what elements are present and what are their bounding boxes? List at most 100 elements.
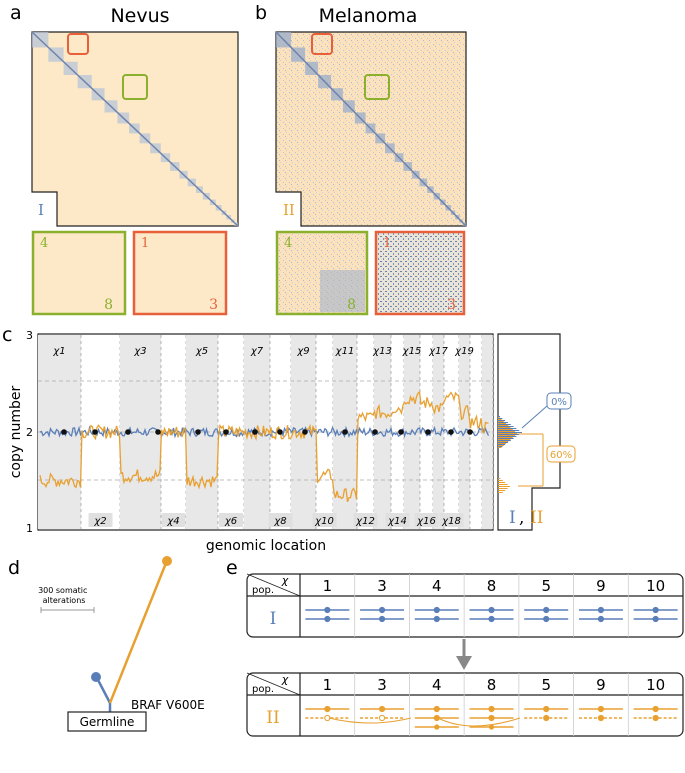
chromosome-column-header: 10 (646, 577, 665, 595)
nevus-inset-red (132, 230, 228, 316)
chromosome-column-header: 4 (432, 676, 442, 694)
chromosome-label: χ7 (250, 346, 264, 357)
chromosome-column-header: 1 (323, 676, 333, 694)
hist-bar-II (498, 421, 504, 422)
corner-label: χ (281, 673, 289, 686)
panel-d-letter: d (8, 557, 20, 579)
inset-label: 4 (40, 236, 48, 251)
hist-bar-II (498, 437, 513, 438)
germline-box (67, 711, 147, 732)
centromere-dot (155, 429, 161, 435)
chromosome-column-header: 10 (646, 676, 665, 694)
node-nevus (91, 672, 101, 682)
legend-sep: , (519, 508, 524, 528)
centromere (434, 724, 440, 730)
centromere (324, 705, 331, 713)
centromere (378, 714, 386, 722)
chromosome-column-header: 8 (487, 676, 497, 694)
pop-label-I: I (38, 201, 44, 219)
y-tick: 1 (26, 522, 33, 535)
centromere (488, 705, 495, 713)
chromosome-label-bg (353, 513, 378, 527)
centromere-dot (372, 429, 378, 435)
arrow-down (456, 656, 472, 670)
chromosome-column-header: 3 (377, 577, 387, 595)
translocation-arc (437, 717, 521, 727)
panel-c-letter: c (2, 324, 12, 346)
red-highlight-box (67, 33, 89, 55)
hist-bar-II (498, 427, 511, 428)
centromere-dot (425, 429, 431, 435)
inset-label: 4 (284, 236, 292, 251)
chromosome-column-header: 1 (323, 577, 333, 595)
chromosome-label-bg (268, 513, 293, 527)
inset-label: 3 (209, 297, 218, 313)
hist-bar-I (498, 416, 500, 417)
centromere-dot (195, 429, 201, 435)
centromere (597, 705, 605, 713)
nevus-inset-green (31, 230, 127, 316)
chromosome-label: χ19 (454, 346, 474, 357)
chromosome-label: χ5 (195, 346, 208, 357)
centromere (597, 606, 605, 614)
centromere-dot (277, 429, 283, 435)
centromere-dot (342, 429, 348, 435)
chromosome-label: χ13 (372, 346, 392, 357)
centromere-dot (302, 429, 308, 435)
scale-label-line: alterations (43, 596, 86, 605)
chromosome-column-header: 8 (487, 577, 497, 595)
series-II-line (39, 390, 489, 503)
panel-a-letter: a (10, 2, 22, 24)
hist-bar-II (498, 423, 506, 424)
chromosome-label: χ1 (52, 346, 65, 357)
hist-bar-I (498, 444, 506, 445)
hist-bar-II (498, 478, 501, 479)
centromere (543, 615, 550, 623)
centromere (324, 615, 331, 623)
chromosome-column-header: 9 (596, 577, 606, 595)
chromosome-column-header: 5 (541, 577, 551, 595)
pop-label-II: II (283, 201, 295, 219)
legend-pop-II: II (530, 508, 543, 528)
hist-bar-I (498, 440, 511, 441)
inset-label: 1 (383, 236, 391, 251)
centromere (433, 606, 440, 614)
hist-bar-II (498, 490, 506, 491)
hist-bar-I (498, 442, 508, 443)
centromere (433, 615, 440, 623)
panel-b-letter: b (255, 2, 267, 24)
panel-a-title: Nevus (110, 5, 169, 27)
hist-bar-II (498, 447, 502, 448)
centromere (433, 705, 440, 713)
centromere-dot (61, 429, 67, 435)
germline-label: Germline (80, 715, 135, 729)
centromere (488, 714, 495, 722)
centromere (324, 606, 331, 614)
hist-bar-I (498, 424, 511, 425)
chromosome-label: χ17 (428, 346, 448, 357)
chromosome-label: χ18 (441, 516, 461, 527)
centromere (652, 606, 659, 614)
hist-bar-II (498, 417, 500, 418)
centromere (378, 606, 386, 614)
hist-bar-I (498, 418, 503, 419)
hist-bar-I (498, 420, 506, 421)
centromere (543, 705, 550, 713)
mutation-label: BRAF V600E (131, 698, 205, 712)
hist-bar-II (498, 482, 506, 483)
diagonal-line (31, 31, 239, 227)
corner-label: pop. (252, 684, 274, 695)
chromosome-label-bg (219, 513, 243, 527)
y-tick: 2 (26, 426, 33, 439)
chromosome-label-bg (414, 513, 439, 527)
chromosome-label-bg (88, 513, 113, 527)
green-highlight-box (364, 74, 390, 100)
hist-bar-I (498, 432, 522, 433)
inset-label: 8 (104, 297, 113, 313)
centromere (488, 724, 495, 730)
chromosome-label: χ2 (93, 516, 106, 527)
hist-bar-II (498, 492, 503, 493)
hist-bar-I (498, 436, 517, 437)
chromosome-column-header: 5 (541, 676, 551, 694)
